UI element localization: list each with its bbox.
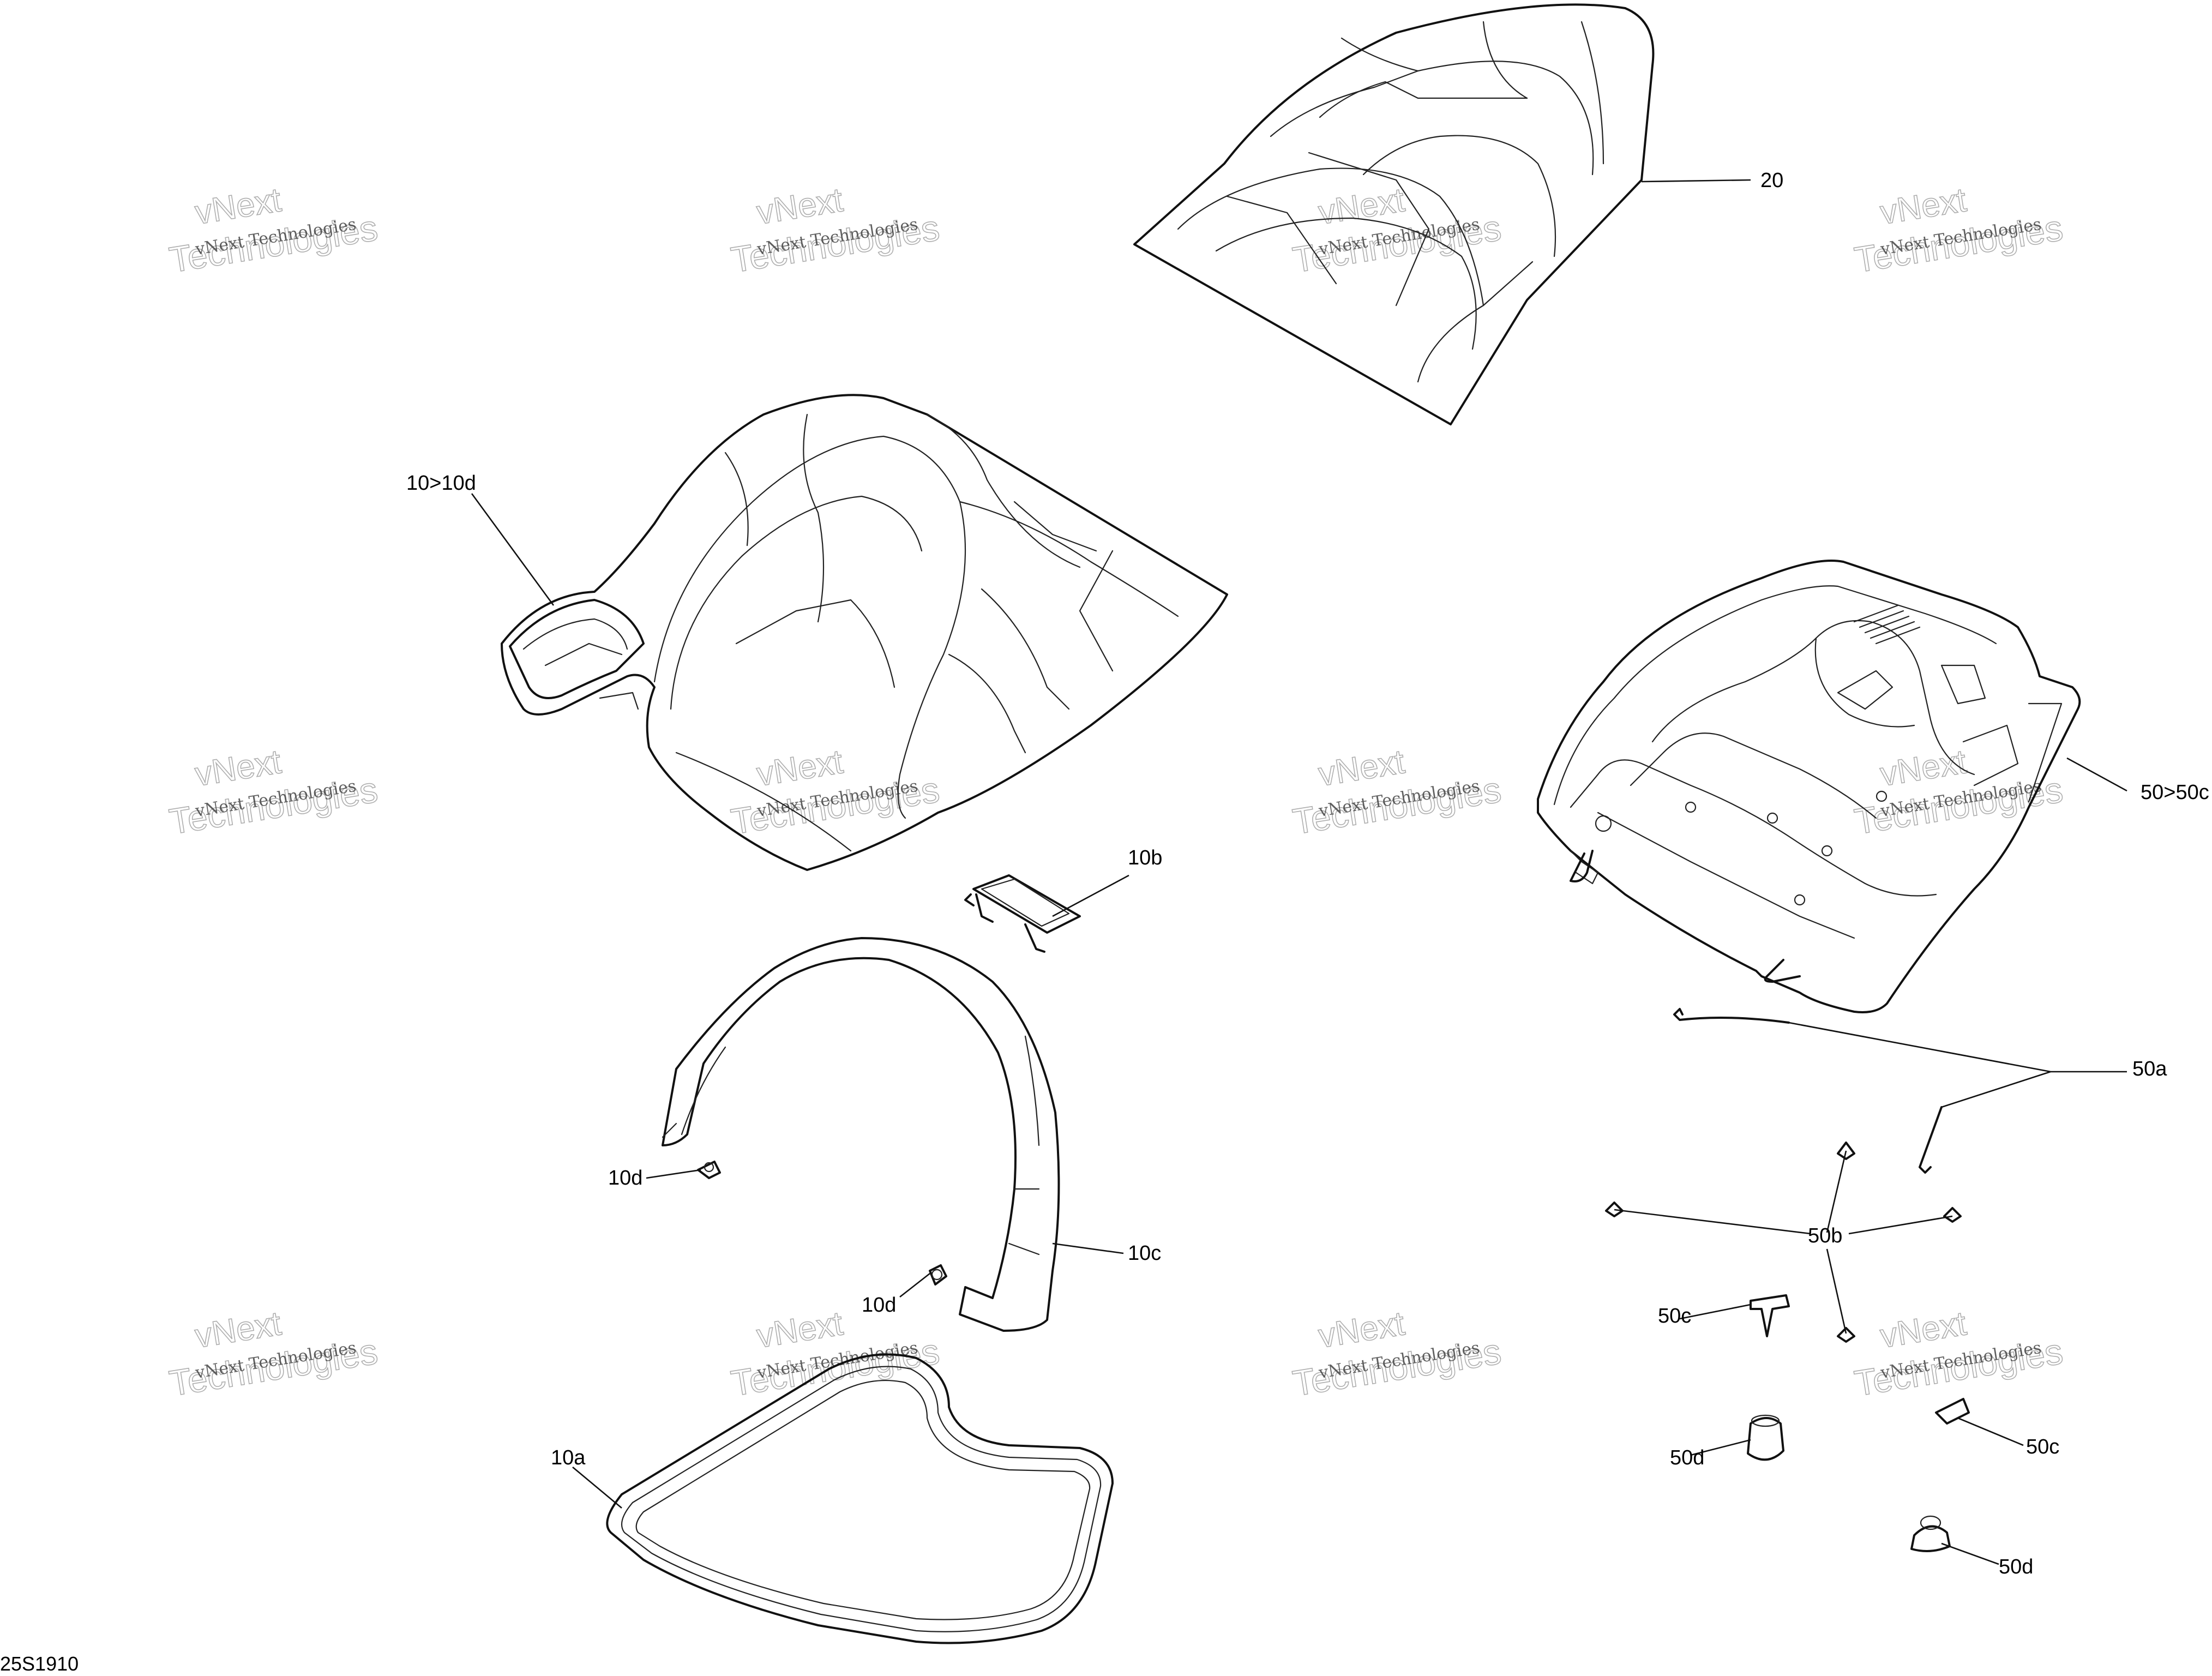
part-50c-clip-right bbox=[1935, 1398, 1970, 1425]
part-50a-hook bbox=[1673, 1008, 1943, 1174]
callout-labels: 20 10>10d 10b 10c 10d 10d 10a 50>50c 50a… bbox=[406, 169, 2209, 1578]
part-10a-gasket bbox=[606, 1353, 1114, 1644]
callout-10d-left: 10d bbox=[608, 1167, 642, 1190]
callout-50c-left: 50c bbox=[1658, 1305, 1691, 1327]
callout-50a: 50a bbox=[2132, 1058, 2167, 1080]
figure-code: 25S1910 bbox=[0, 1653, 79, 1675]
part-20-rear-seat bbox=[1133, 3, 1655, 425]
part-10c-strap bbox=[662, 937, 1060, 1332]
part-10d-clip-bottom bbox=[929, 1264, 947, 1285]
part-50-seat-base bbox=[1537, 560, 2081, 1013]
callout-50b: 50b bbox=[1808, 1224, 1842, 1247]
callout-10a: 10a bbox=[551, 1446, 586, 1469]
callout-10-10d: 10>10d bbox=[406, 472, 476, 495]
part-50c-clip-left bbox=[1750, 1294, 1790, 1337]
leader-lines bbox=[471, 179, 2127, 1565]
callout-50d-right: 50d bbox=[1999, 1555, 2033, 1578]
part-10b-latch bbox=[964, 874, 1081, 953]
callout-10c: 10c bbox=[1128, 1242, 1161, 1265]
part-50d-nut-left bbox=[1747, 1414, 1784, 1461]
callout-10b: 10b bbox=[1128, 846, 1162, 869]
callout-50-50c: 50>50c bbox=[2141, 781, 2209, 804]
part-10d-clip-left bbox=[697, 1161, 721, 1179]
callout-50c-right: 50c bbox=[2026, 1435, 2059, 1458]
part-10-front-seat bbox=[501, 394, 1228, 871]
part-50d-nut-right bbox=[1910, 1515, 1951, 1552]
callout-20: 20 bbox=[1760, 169, 1783, 192]
callout-10d-bottom: 10d bbox=[862, 1294, 896, 1317]
callout-50d-left: 50d bbox=[1670, 1446, 1704, 1469]
